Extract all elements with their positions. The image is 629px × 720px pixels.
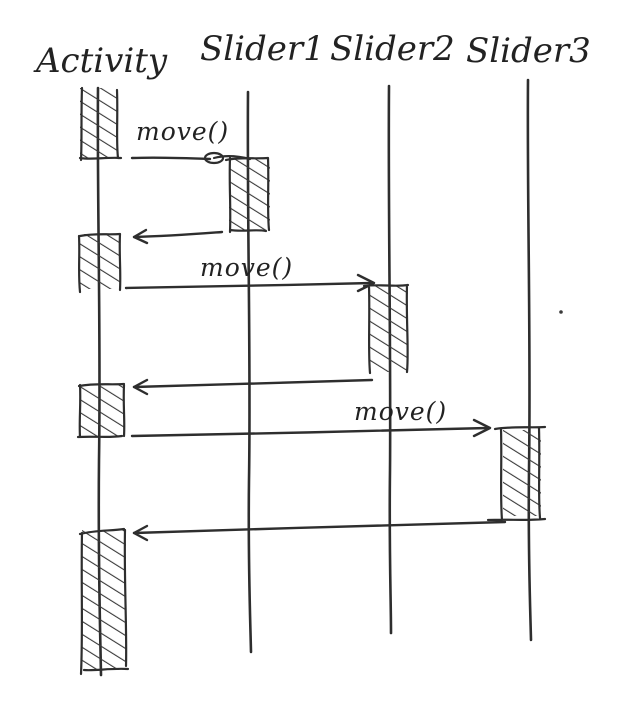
activation-bar-activity-3 (76, 382, 126, 439)
activation-bar-activity-1 (78, 86, 123, 162)
activation-bar-activity-2 (77, 232, 122, 294)
stray-ink-dot (559, 310, 563, 314)
activation-bar-slider1 (224, 156, 271, 234)
message-label-3: move() (354, 397, 447, 426)
message-return-slider2 (132, 378, 374, 396)
message-return-slider3 (132, 520, 507, 542)
activation-bar-slider2 (362, 283, 410, 375)
message-call-slider1 (130, 151, 252, 165)
lifeline-slider2 (387, 84, 393, 635)
participant-label-slider2: Slider2 (330, 29, 455, 69)
participant-label-slider3: Slider3 (466, 31, 591, 71)
message-call-slider2 (124, 273, 376, 293)
message-label-2: move() (200, 253, 293, 282)
activation-bar-activity-4 (78, 527, 130, 676)
participant-label-activity: Activity (33, 41, 168, 81)
lifeline-slider3 (526, 78, 533, 642)
participant-label-slider1: Slider1 (200, 29, 325, 69)
activation-bar-slider3 (486, 425, 547, 522)
message-call-slider3 (130, 418, 492, 438)
message-return-slider1 (132, 228, 224, 245)
message-label-1: move() (136, 117, 229, 146)
